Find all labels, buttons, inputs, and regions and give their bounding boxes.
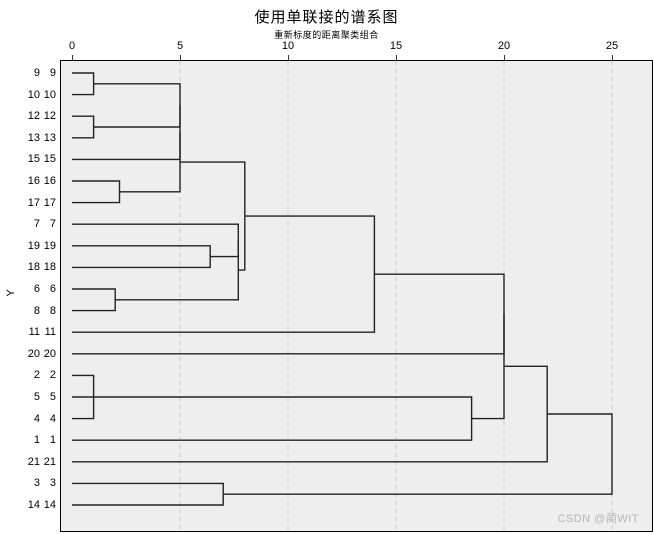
x-tick-label-0: 0 [68, 40, 76, 52]
x-tick-label-20: 20 [497, 40, 511, 52]
y-tick-label-1: 1 [33, 434, 40, 447]
x-tick-label-5: 5 [176, 40, 184, 52]
x-tick-mark-0 [72, 55, 73, 60]
y-tick-label-13: 13 [27, 131, 40, 144]
merge-m19 [72, 482, 224, 506]
y-tick-label-19: 19 [27, 239, 40, 252]
y-tick-label-12: 12 [27, 110, 40, 123]
y-tick-label-8: 8 [33, 304, 40, 317]
leaf-label-13: 13 [43, 131, 56, 144]
leaf-label-19: 19 [43, 239, 56, 252]
y-tick-label-16: 16 [27, 175, 40, 187]
leaf-label-17: 17 [43, 196, 56, 209]
x-tick-mark-15 [396, 55, 397, 60]
y-tick-label-4: 4 [33, 412, 40, 425]
merge-m1 [72, 72, 95, 96]
merge-m3 [72, 180, 121, 204]
y-tick-label-17: 17 [27, 196, 40, 209]
plot-area [60, 60, 653, 532]
y-tick-label-2: 2 [33, 369, 40, 382]
merge-m18 [72, 365, 548, 463]
y-tick-label-11: 11 [28, 326, 40, 339]
merge-m17 [471, 314, 505, 420]
merge-m9 [72, 223, 240, 258]
watermark: CSDN @蔺WIT [557, 513, 639, 525]
leaf-label-10: 10 [43, 88, 56, 101]
y-tick-label-21: 21 [27, 455, 40, 468]
y-tick-label-18: 18 [27, 261, 40, 274]
y-tick-label-14: 14 [27, 499, 40, 511]
leaf-label-11: 11 [44, 326, 56, 339]
leaf-label-15: 15 [43, 153, 56, 166]
x-tick-label-10: 10 [281, 40, 295, 52]
x-tick-mark-20 [504, 55, 505, 60]
y-tick-label-7: 7 [33, 218, 40, 231]
x-tick-mark-10 [288, 55, 289, 60]
merge-m10 [115, 240, 240, 301]
y-tick-label-10: 10 [27, 88, 40, 101]
leaf-label-4: 4 [49, 412, 56, 425]
y-tick-label-6: 6 [33, 283, 40, 295]
dendrogram-tree [72, 61, 613, 531]
x-tick-label-25: 25 [605, 40, 619, 52]
leaf-label-21: 21 [43, 455, 56, 468]
merge-m8 [72, 245, 211, 269]
merge-m5 [72, 105, 181, 161]
leaf-label-12: 12 [43, 110, 56, 123]
leaf-label-5: 5 [49, 391, 56, 403]
merge-m6 [119, 132, 181, 193]
leaf-label-6: 6 [49, 283, 56, 295]
merge-m11 [180, 161, 246, 271]
leaf-label-9: 9 [49, 67, 56, 79]
y-tick-label-3: 3 [33, 477, 40, 490]
y-tick-label-5: 5 [33, 391, 40, 403]
x-tick-mark-5 [180, 55, 181, 60]
leaf-label-3: 3 [49, 477, 56, 490]
y-tick-label-15: 15 [27, 153, 40, 166]
merge-m15 [72, 396, 473, 441]
merge-m7 [72, 288, 116, 312]
x-tick-label-15: 15 [389, 40, 403, 52]
merge-m2 [72, 115, 95, 139]
leaf-label-8: 8 [49, 304, 56, 317]
merge-m4 [93, 83, 181, 128]
x-tick-mark-25 [612, 55, 613, 60]
leaf-label-20: 20 [43, 347, 56, 360]
leaf-label-16: 16 [43, 175, 56, 187]
leaf-label-2: 2 [49, 369, 56, 382]
page-title: 使用单联接的谱系图 [254, 9, 399, 26]
merge-m12 [72, 215, 376, 333]
chart-subtitle: 重新标度的距离聚类组合 [274, 30, 379, 40]
leaf-label-18: 18 [43, 261, 56, 274]
merge-m20 [223, 413, 613, 495]
y-tick-label-20: 20 [27, 347, 40, 360]
y-tick-label-9: 9 [33, 67, 40, 79]
leaf-label-7: 7 [49, 218, 56, 231]
leaf-label-14: 14 [43, 499, 56, 511]
leaf-label-1: 1 [49, 434, 56, 447]
